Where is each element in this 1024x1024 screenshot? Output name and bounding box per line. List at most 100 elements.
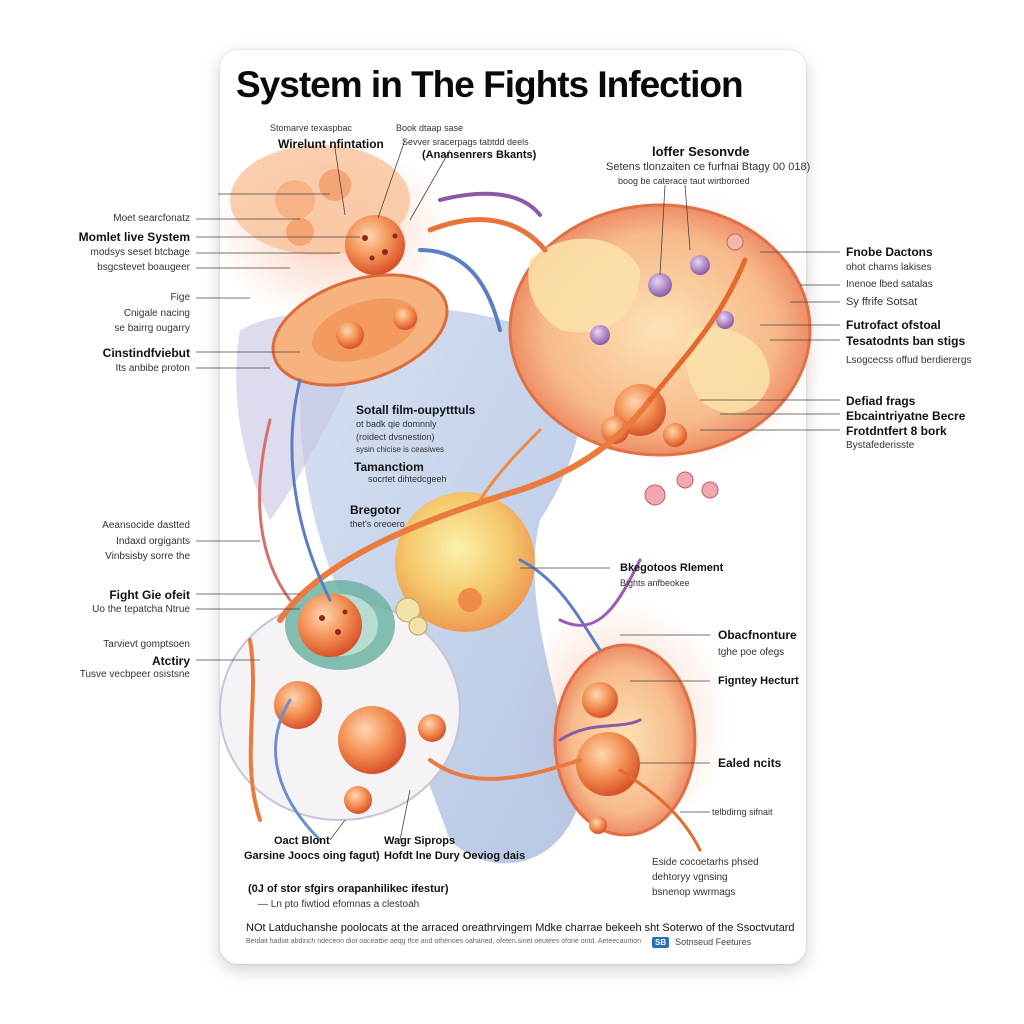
label-bottom-1: Oact Blont (274, 835, 330, 847)
lymph-capsule-inner (311, 298, 419, 362)
label-right-4-sub: tghe poe ofegs (718, 647, 785, 658)
label-left-4-sub2: Indaxd orgigants (116, 536, 190, 547)
label-left-2-sub3: se bairrg ougarry (114, 323, 190, 334)
label-left-1-sub3: bsgcstevet boaugeer (97, 262, 190, 273)
label-top-mid-sub2: Sevver sracerpags tabtdd deels (402, 137, 529, 147)
label-right-3c: Frotdntfert 8 bork (846, 424, 947, 438)
label-bottom-note-sub: — Ln pto fiwtiod efomnas a clestoah (258, 899, 420, 910)
antigen-dot (690, 255, 710, 275)
infected-cell (298, 593, 362, 657)
vessel-blue (518, 558, 602, 652)
vessel-purple (438, 191, 542, 217)
brand-text: Sotnseud Feetures (675, 937, 752, 947)
label-right-8-sub2: bsnenop wwrmags (652, 887, 736, 898)
immune-cell (644, 484, 666, 506)
antigen-dot (716, 311, 734, 329)
label-bottom-note: (0J of stor sfgirs orapanhilikec ifestur… (248, 883, 449, 895)
label-top-left: Wirelunt nfintation (278, 137, 384, 151)
label-right-2b: Tesatodnts ban stigs (846, 334, 966, 348)
label-left-5: Fight Gie ofeit (109, 588, 190, 602)
label-center-2-sub: socrtet dihtedcgeeh (368, 474, 447, 484)
vessel-orange (277, 397, 653, 623)
small-cell (395, 597, 421, 623)
vessel-blue (274, 698, 322, 842)
label-left-1-sub2: modsys seset btcbage (90, 247, 191, 258)
vessel-red (258, 418, 292, 602)
label-left-6: Atctiry (151, 654, 190, 668)
cell-dot (382, 249, 388, 255)
label-right-8-sub: dehtoryy vgnsing (652, 872, 728, 883)
label-center-3-sub: thet's oreoero (350, 519, 405, 529)
label-left-3-sub: Its anbibe proton (115, 363, 191, 374)
brand-badge-icon: SB (652, 937, 670, 948)
label-left-6-sub: Tarvievt gomptsoen (103, 639, 190, 650)
immune-cell (701, 481, 719, 499)
label-bottom-1b: Garsine Joocs oing fagut) (244, 850, 380, 862)
cell-dot (319, 615, 325, 621)
tissue-nodule (319, 169, 351, 201)
label-left-5-sub: Uo the tepatcha Ntrue (92, 604, 190, 615)
label-right-3b: Ebcaintriyatne Becre (846, 409, 966, 423)
blood-vessels (248, 191, 748, 852)
cell-dot (342, 609, 348, 615)
label-bottom-2b: Hofdt lne Dury Oeviog dais (384, 850, 526, 862)
label-top-right: loffer Sesonvde (652, 144, 750, 159)
label-top-right-sub: Setens tlonzaiten ce furfnai Btagy 00 01… (606, 161, 811, 173)
macrophage (395, 492, 535, 632)
label-right-1-sub: ohot charns lakises (846, 262, 932, 273)
label-mid-right-sub: Bights anfbeokee (620, 578, 690, 588)
antigen-dot (726, 233, 744, 251)
label-left-4-sub: Aeansocide dastted (102, 520, 190, 531)
vessel-orange (248, 638, 262, 822)
diagram-title: System in The Fights Infection (236, 64, 744, 105)
node-cell (663, 423, 687, 447)
brand-mark: SB Sotnseud Feetures (652, 937, 751, 948)
label-top-left-sub: Stomarve texaspbac (270, 123, 353, 133)
vessel-blue (290, 378, 332, 602)
label-right-6: Ealed ncits (718, 756, 782, 770)
label-left-6-sub2: Tusve vecbpeer osistsne (79, 669, 190, 680)
label-right-7: telbdirng sifnait (712, 807, 773, 817)
node-cell (601, 416, 629, 444)
label-left-1-sub: Moet searcfonatz (113, 213, 190, 224)
vessel-purple (558, 718, 642, 742)
label-top-mid-sub: Book dtaap sase (396, 123, 464, 133)
label-left-1: Momlet live System (78, 230, 190, 244)
label-center-2: Tamanctiom (354, 460, 424, 474)
infected-cell (338, 706, 406, 774)
lymph-node-lobe (685, 327, 770, 414)
capsule-cell (393, 306, 417, 330)
label-center-1-sub2: (roidect dvsnestion) (356, 432, 435, 442)
label-mid-right: Bkegotoos Rlement (620, 562, 724, 574)
label-center-1-sub: ot badk qie domnnly (356, 419, 437, 429)
antigen-dot (648, 273, 672, 297)
macrophage-core (458, 588, 482, 612)
infected-cell (418, 714, 446, 742)
vessel-orange (618, 768, 702, 852)
label-right-3: Defiad frags (846, 394, 916, 408)
lymph-node-lobe (528, 238, 640, 333)
infected-cell (344, 786, 372, 814)
capsule-cell (336, 321, 364, 349)
node-cell (589, 816, 607, 834)
cell-dot (369, 255, 375, 261)
label-center-3: Bregotor (350, 503, 401, 517)
immune-cell (676, 471, 694, 489)
label-right-2-sub: Lsogcecss offud berdierergs (846, 355, 972, 366)
label-right-2: Futrofact ofstoal (846, 318, 941, 332)
tissue-nodule (286, 218, 314, 246)
footer-caption: NOt Latduchanshe poolocats at the arrace… (246, 922, 795, 934)
node-cell (576, 732, 640, 796)
label-right-8: Eside cocoetarhs phsed (652, 857, 759, 868)
node-cell (582, 682, 618, 718)
label-bottom-2: Wagr Siprops (384, 835, 456, 847)
label-left-4-sub3: Vinbsisby sorre the (105, 551, 190, 562)
small-cell (408, 616, 428, 636)
label-right-4: Obacfnonture (718, 628, 797, 642)
vessel-purple (558, 558, 642, 627)
label-right-1-sub3: Sy ffrife Sotsat (846, 296, 918, 308)
footer-fineprint: Betdait hadiat abdinch ndeceon diot oace… (246, 938, 642, 945)
label-left-3: Cinstindfviebut (102, 346, 190, 360)
label-top-mid: (Anansenrers Bkants) (422, 149, 537, 161)
vessel-orange (647, 257, 748, 403)
